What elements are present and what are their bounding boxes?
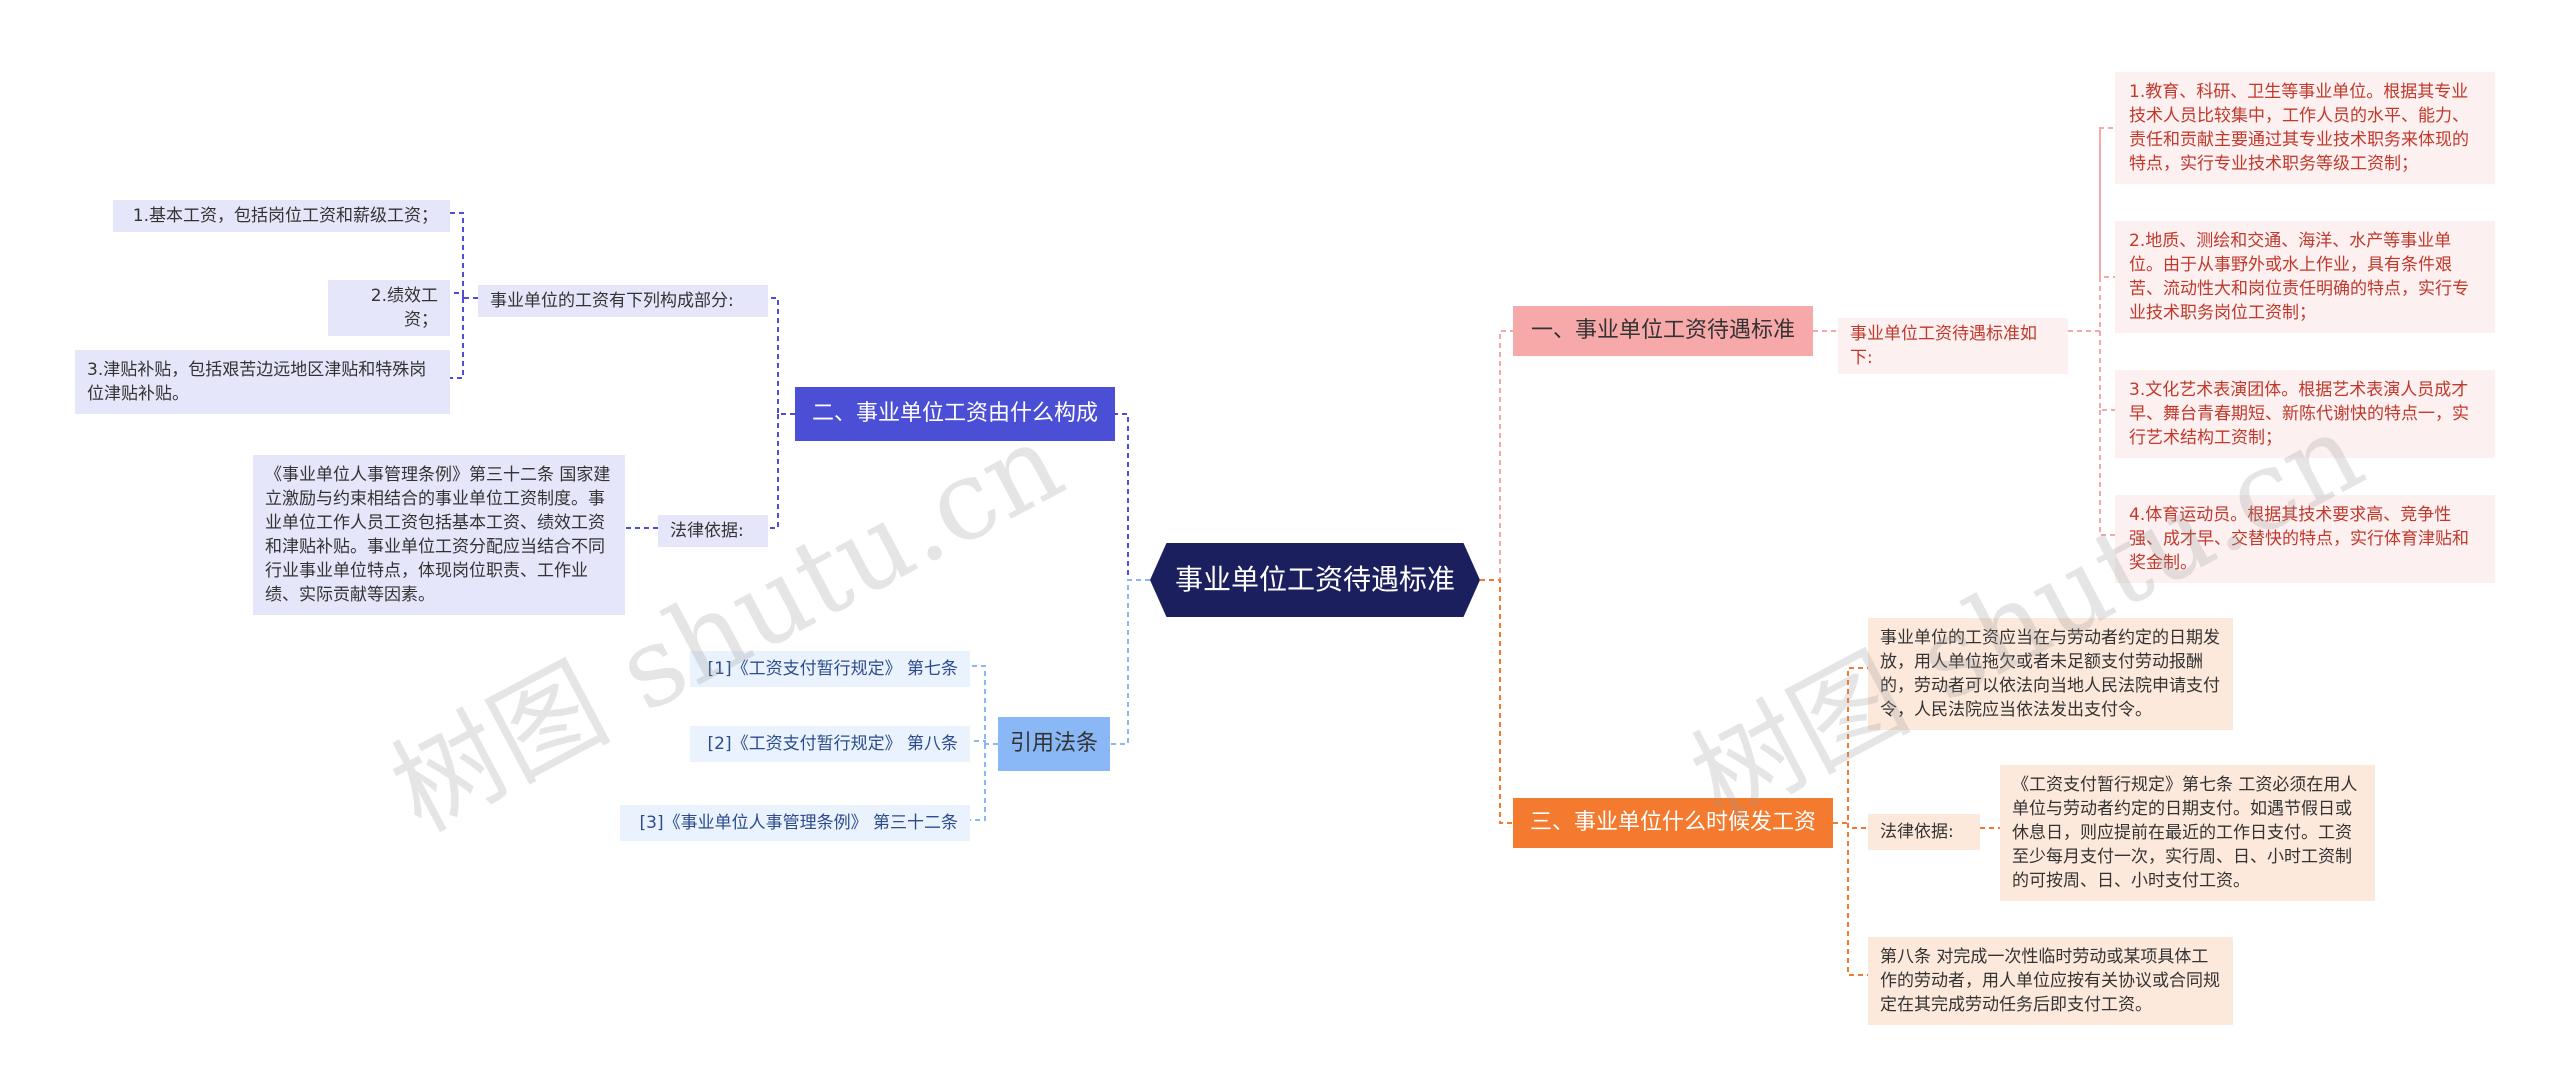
pay-time-legal-text[interactable]: 《工资支付暂行规定》第七条 工资必须在用人单位与劳动者约定的日期支付。如遇节假日… <box>2000 765 2375 901</box>
central-topic[interactable]: 事业单位工资待遇标准 <box>1150 543 1480 617</box>
wage-standard-item-2[interactable]: 2.地质、测绘和交通、海洋、水产等事业单位。由于从事野外或水上作业，具有条件艰苦… <box>2115 221 2495 333</box>
composition-item-1[interactable]: 1.基本工资，包括岗位工资和薪级工资； <box>113 200 450 232</box>
composition-legal-text[interactable]: 《事业单位人事管理条例》第三十二条 国家建立激励与约束相结合的事业单位工资制度。… <box>253 455 625 615</box>
pay-time-item-3[interactable]: 第八条 对完成一次性临时劳动或某项具体工作的劳动者，用人单位应按有关协议或合同规… <box>1868 937 2233 1025</box>
branch-wage-composition[interactable]: 二、事业单位工资由什么构成 <box>795 387 1115 441</box>
branch-pay-time[interactable]: 三、事业单位什么时候发工资 <box>1513 798 1833 848</box>
cited-law-1[interactable]: [1]《工资支付暂行规定》 第七条 <box>690 651 970 687</box>
wage-standard-item-1[interactable]: 1.教育、科研、卫生等事业单位。根据其专业技术人员比较集中，工作人员的水平、能力… <box>2115 72 2495 184</box>
composition-label[interactable]: 事业单位的工资有下列构成部分: <box>478 285 768 317</box>
composition-item-2[interactable]: 2.绩效工资； <box>328 280 450 336</box>
pay-time-item-1[interactable]: 事业单位的工资应当在与劳动者约定的日期发放，用人单位拖欠或者未足额支付劳动报酬的… <box>1868 618 2233 730</box>
wage-standard-label[interactable]: 事业单位工资待遇标准如下: <box>1838 318 2068 374</box>
wage-standard-item-4[interactable]: 4.体育运动员。根据其技术要求高、竞争性强、成才早、交替快的特点，实行体育津贴和… <box>2115 495 2495 583</box>
cited-law-3[interactable]: [3]《事业单位人事管理条例》 第三十二条 <box>620 805 970 841</box>
cited-law-2[interactable]: [2]《工资支付暂行规定》 第八条 <box>690 726 970 762</box>
composition-item-3[interactable]: 3.津贴补贴，包括艰苦边远地区津贴和特殊岗位津贴补贴。 <box>75 350 450 414</box>
composition-legal-label[interactable]: 法律依据: <box>658 515 768 547</box>
pay-time-legal-label[interactable]: 法律依据: <box>1868 814 1980 850</box>
wage-standard-item-3[interactable]: 3.文化艺术表演团体。根据艺术表演人员成才早、舞台青春期短、新陈代谢快的特点一，… <box>2115 370 2495 458</box>
branch-cited-laws[interactable]: 引用法条 <box>998 717 1110 771</box>
branch-wage-standard[interactable]: 一、事业单位工资待遇标准 <box>1513 306 1813 356</box>
